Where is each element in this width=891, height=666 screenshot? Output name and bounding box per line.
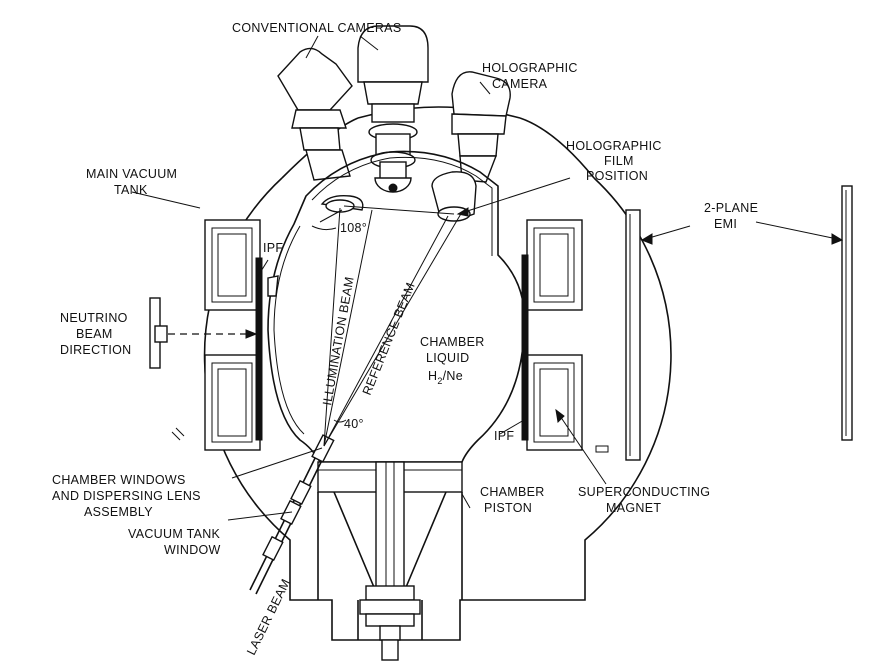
label-main-vacuum-tank-2: TANK <box>114 183 148 197</box>
label-superconducting-2: MAGNET <box>606 501 661 515</box>
camera-center <box>357 25 429 193</box>
emi-plane-left <box>625 209 641 461</box>
label-main-vacuum-tank-1: MAIN VACUUM <box>86 167 177 181</box>
label-holographic-film-3: POSITION <box>586 169 648 183</box>
chamber-piston <box>317 461 463 661</box>
leader-lines <box>131 35 844 521</box>
label-illumination-beam: ILLUMINATION BEAM <box>320 275 356 406</box>
reference-beam <box>323 211 463 447</box>
label-chamber-liquid-1: CHAMBER <box>420 335 485 349</box>
label-chamber-piston-1: CHAMBER <box>480 485 545 499</box>
angle-arc-40 <box>333 419 347 423</box>
bubble-chamber <box>267 150 526 463</box>
laser-beam-assembly <box>249 434 335 595</box>
label-reference-beam: REFERENCE BEAM <box>360 280 418 397</box>
label-conventional-cameras: CONVENTIONAL CAMERAS <box>232 21 401 35</box>
label-neutrino-1: NEUTRINO <box>60 311 128 325</box>
label-holographic-film-1: HOLOGRAPHIC <box>566 139 662 153</box>
magnet-coil-right-upper <box>526 219 583 311</box>
neutrino-beam-arrow <box>168 329 258 339</box>
label-holographic-camera-1: HOLOGRAPHIC <box>482 61 578 75</box>
tank-side-port <box>149 297 168 369</box>
camera-left <box>277 47 353 181</box>
magnet-coil-left-upper <box>204 219 261 311</box>
label-holographic-camera-2: CAMERA <box>492 77 548 91</box>
label-two-plane-emi-1: 2-PLANE <box>704 201 758 215</box>
label-chamber-windows-3: ASSEMBLY <box>84 505 153 519</box>
label-neutrino-2: BEAM <box>76 327 113 341</box>
camera-right <box>451 71 511 183</box>
holographic-film-left <box>320 194 364 213</box>
ipf-plate-right <box>521 254 529 441</box>
emi-plane-right <box>841 185 853 441</box>
ipf-plate-left <box>255 257 263 441</box>
label-chamber-windows-2: AND DISPERSING LENS <box>52 489 201 503</box>
label-chamber-piston-2: PISTON <box>484 501 532 515</box>
illumination-beam <box>323 207 373 447</box>
label-chamber-windows-1: CHAMBER WINDOWS <box>52 473 186 487</box>
label-ipf-right: IPF <box>494 429 514 443</box>
label-chamber-liquid-3: H2/Ne <box>428 369 463 386</box>
beam-window-wedge <box>267 275 279 297</box>
label-superconducting-1: SUPERCONDUCTING <box>578 485 710 499</box>
label-neutrino-3: DIRECTION <box>60 343 131 357</box>
label-vacuum-window-1: VACUUM TANK <box>128 527 221 541</box>
magnet-coil-left-lower <box>204 354 261 451</box>
label-angle-40: 40° <box>344 417 364 431</box>
film-to-film-ray <box>343 205 455 215</box>
label-chamber-liquid-2: LIQUID <box>426 351 469 365</box>
tank-side-fittings <box>171 427 609 453</box>
label-two-plane-emi-2: EMI <box>714 217 737 231</box>
label-angle-108: 108° <box>340 221 367 235</box>
angle-arc-108 <box>311 225 337 231</box>
label-vacuum-window-2: WINDOW <box>164 543 221 557</box>
label-ipf-left: IPF <box>263 241 283 255</box>
label-holographic-film-2: FILM <box>604 154 634 168</box>
